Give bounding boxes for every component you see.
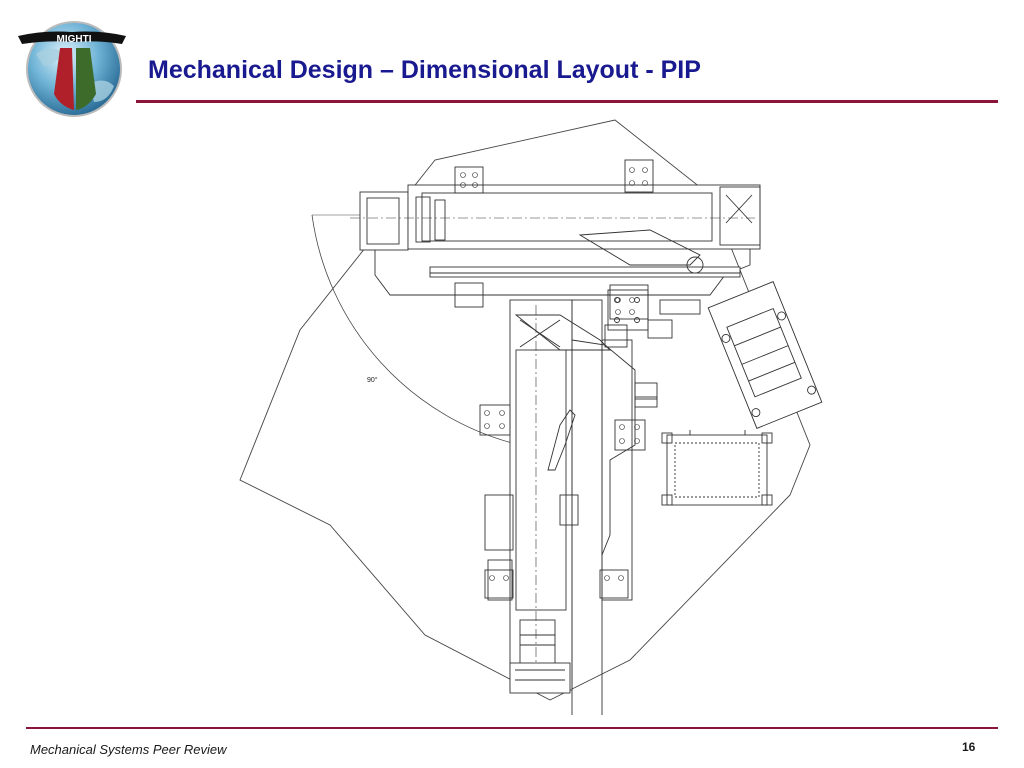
electronics-box	[661, 430, 773, 506]
footer-text: Mechanical Systems Peer Review	[30, 742, 227, 757]
center-bracket	[607, 289, 673, 339]
vertical-instrument	[479, 299, 658, 768]
title-rule	[136, 100, 998, 103]
footer-rule	[26, 727, 998, 729]
horizontal-instrument	[350, 159, 761, 320]
angle-label: 90°	[367, 376, 378, 384]
dimensional-layout-drawing: 90°	[230, 115, 830, 768]
angle-arc	[311, 214, 521, 446]
logo-text: MIGHTI	[57, 34, 92, 45]
page-number: 16	[962, 740, 976, 754]
radiator-panel	[707, 281, 823, 429]
slide-title: Mechanical Design – Dimensional Layout -…	[148, 56, 701, 84]
mighti-logo: MIGHTI	[14, 14, 130, 118]
